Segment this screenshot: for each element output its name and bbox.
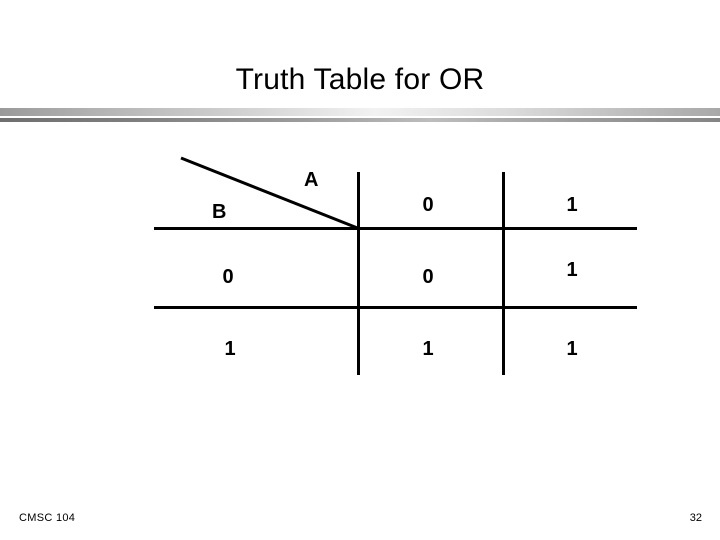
corner-diagonal-divider-icon bbox=[180, 156, 361, 231]
table-cell-r1-c1: 1 bbox=[566, 338, 578, 360]
divider-band-dark bbox=[0, 118, 720, 122]
row-header-label-b: B bbox=[212, 201, 227, 223]
title-divider bbox=[0, 108, 720, 122]
column-header-value-1: 1 bbox=[566, 194, 578, 216]
table-rule-vertical-second bbox=[502, 172, 505, 375]
divider-band-gap bbox=[0, 116, 720, 118]
footer-page-number: 32 bbox=[689, 512, 702, 524]
column-header-label-a: A bbox=[304, 169, 319, 191]
page-title: Truth Table for OR bbox=[235, 63, 485, 96]
table-cell-r0-c0: 0 bbox=[422, 266, 434, 288]
table-rule-horizontal-header bbox=[154, 227, 637, 230]
table-cell-r0-c1: 1 bbox=[566, 259, 578, 281]
footer-course-label: CMSC 104 bbox=[19, 512, 76, 524]
table-cell-r1-c0: 1 bbox=[422, 338, 434, 360]
table-rule-horizontal-middle bbox=[154, 306, 637, 309]
column-header-value-0: 0 bbox=[422, 194, 434, 216]
divider-band-light bbox=[0, 108, 720, 116]
row-header-value-0: 0 bbox=[222, 266, 234, 288]
row-header-value-1: 1 bbox=[224, 338, 236, 360]
table-rule-vertical-first bbox=[357, 172, 360, 375]
